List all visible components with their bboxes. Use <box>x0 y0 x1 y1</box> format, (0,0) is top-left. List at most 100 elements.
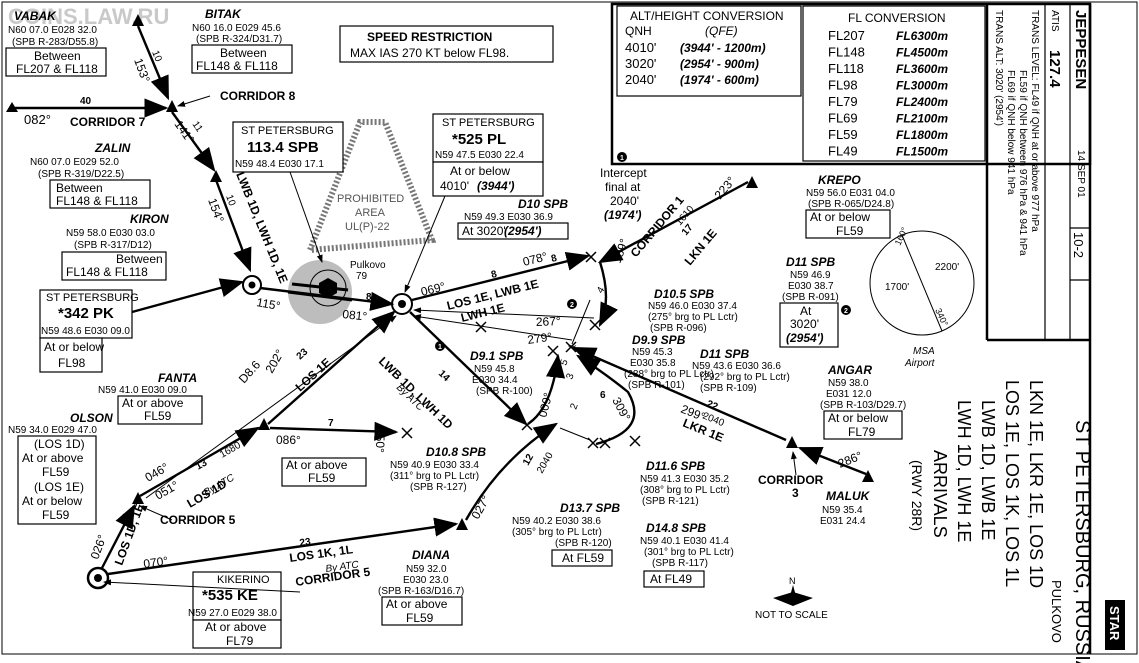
pl-alt2b: (3944') <box>477 179 515 193</box>
dist-8c: 8 <box>366 292 372 303</box>
pk-ndb-symbol <box>242 275 262 295</box>
olson-l2: At or above <box>22 451 84 465</box>
pl-alt1: At or below <box>450 164 510 178</box>
d137-label: D13.7 SPB N59 40.2 E030 38.6 (305° brg t… <box>512 501 620 567</box>
speed-restriction-title: SPEED RESTRICTION <box>367 30 492 44</box>
intercept-l4: (1974') <box>604 208 642 222</box>
diana-name: DIANA <box>412 548 450 562</box>
fl-conv-m-3: FL3600m <box>896 62 948 76</box>
spb-name: ST PETERSBURG <box>241 125 334 137</box>
procedure-line-2: LOS 1E, LOS 1K, LOS 1L <box>1002 380 1022 587</box>
fanta-alt1: At or above <box>122 396 184 410</box>
d11-coord2: E030 38.7 <box>788 281 834 292</box>
alt-conv-qnh-2: 3020' <box>625 56 656 71</box>
ke-ndb-symbol <box>86 566 110 590</box>
header-box <box>610 2 1092 654</box>
speed-restriction-text: MAX IAS 270 KT below FL98. <box>350 46 509 60</box>
d99-coord2: E030 35.8 <box>630 358 676 369</box>
north-arrow: N NOT TO SCALE <box>755 576 828 621</box>
d91-name: D9.1 SPB <box>470 349 524 363</box>
title-city: ST PETERSBURG, RUSSIA <box>1071 420 1093 663</box>
olson-l4: (LOS 1E) <box>34 480 84 494</box>
route-lwb-lwh: LWB 1D, LWH 1D, 1E <box>233 170 290 285</box>
d11-alt1: At <box>800 304 812 318</box>
by-atc-2: By ATC <box>202 472 237 499</box>
kiron-name: KIRON <box>130 212 169 226</box>
prohibited-l3: UL(P)-22 <box>345 221 390 233</box>
intercept-note-num: 1 <box>620 155 624 162</box>
d11b-name: D11 SPB <box>700 347 749 361</box>
crs-115: 115° <box>255 295 281 313</box>
angar-coord1: N59 38.0 <box>828 378 869 389</box>
d11-name: D11 SPB <box>786 255 835 269</box>
fanta-alt2: FL59 <box>144 409 172 423</box>
fl-conv-m-2: FL4500m <box>896 46 948 60</box>
zalin-ref: (SPB R-319/D22.5) <box>38 169 124 180</box>
olson-coord: N59 34.0 E029 47.0 <box>8 425 97 436</box>
fl-conv-m-7: FL1800m <box>896 128 948 142</box>
vabak-ref: (SPB R-283/D55.8) <box>12 37 98 48</box>
dist-d86: D8.6 <box>236 358 264 386</box>
kiron-ref: (SPB R-317/D12) <box>74 240 152 251</box>
d99-ref1: (288° brg to PL Lctr) <box>624 369 714 380</box>
dist-2: 2 <box>568 402 580 411</box>
north-label: N <box>789 576 796 586</box>
zalin-alt2: FL148 & FL118 <box>56 194 138 208</box>
d105-ref1: (275° brg to PL Lctr) <box>648 312 738 323</box>
fix-triangles <box>6 14 874 530</box>
corridor-3-label: CORRIDOR <box>758 473 824 487</box>
procedure-line-1: LKN 1E, LKR 1E, LOS 1D <box>1026 380 1046 588</box>
crs-009: 009° <box>535 391 555 419</box>
d99-name: D9.9 SPB <box>632 333 686 347</box>
dist-10b: 10 <box>223 193 237 208</box>
alt-conv-qfe-2: (2954' - 900m) <box>680 57 759 71</box>
kiron-label: KIRON N59 58.0 E030 03.0 (SPB R-317/D12)… <box>61 212 169 281</box>
d11-note-num: 2 <box>844 308 848 315</box>
msa-brg-2: 340° <box>933 307 950 328</box>
d108-ref2: (SPB R-127) <box>410 482 467 493</box>
prohibited-area: PROHIBITED AREA UL(P)-22 <box>305 119 437 254</box>
krepo-alt2: FL59 <box>836 224 864 238</box>
pl-ndb-box: ST PETERSBURG *525 PL N59 47.5 E030 22.4… <box>432 113 544 197</box>
diana-alt2: FL59 <box>406 611 434 625</box>
dist-22: 22 <box>705 399 720 414</box>
d11-alt3: (2954') <box>786 331 824 345</box>
d10-alt: At 3020' <box>462 224 506 238</box>
arrivals-label: ARRIVALS <box>930 450 950 538</box>
msa-brg-1: 160° <box>893 225 910 246</box>
fl-conv-fl-1: FL207 <box>828 28 865 43</box>
ke-coord: N59 27.0 E029 38.0 <box>188 608 277 619</box>
vabak-label: VABAK N60 07.0 E028 32.0 (SPB R-283/D55.… <box>5 9 107 77</box>
bitak-coord: N60 16.0 E029 45.6 <box>192 23 281 34</box>
dist-13: 13 <box>194 457 210 472</box>
pk-alt1: At or below <box>44 340 104 354</box>
corridor-3-num: 3 <box>792 486 799 500</box>
d10-coord: N59 49.3 E030 36.9 <box>464 212 553 223</box>
dist-5: 5 <box>558 358 570 367</box>
atis-frequency: 127.4 <box>1046 50 1063 88</box>
crs-069: 069° <box>419 279 447 299</box>
d137-ref2: (SPB R-120) <box>555 538 612 549</box>
crs-070: 070° <box>142 554 169 571</box>
dist-4: 4 <box>595 285 608 296</box>
route-lines <box>14 25 867 593</box>
d11-alt2: 3020' <box>790 317 819 331</box>
pk-freq: *342 PK <box>58 305 114 322</box>
crs-202: 202° <box>262 347 287 376</box>
fl-conv-title: FL CONVERSION <box>848 11 946 25</box>
d108-label: D10.8 SPB N59 40.9 E030 33.4 (311° brg t… <box>390 445 486 493</box>
route-lwb1d-lwh1d: LWB 1D, LWH 1D <box>376 354 456 432</box>
d105-note-num: 2 <box>570 302 574 309</box>
alt-2040: 2040 <box>535 450 556 475</box>
spb-vor-box: ST PETERSBURG 113.4 SPB N59 48.4 E030 17… <box>232 121 344 173</box>
dist-6: 6 <box>600 390 606 401</box>
crs-078: 078° <box>521 249 549 269</box>
maluk-name: MALUK <box>826 489 871 503</box>
bitak-alt1: Between <box>220 46 267 60</box>
angar-ref: (SPB R-103/D29.7) <box>820 400 906 411</box>
krepo-coord: N59 56.0 E031 04.0 <box>806 188 895 199</box>
fl-conv-m-4: FL3000m <box>896 79 948 93</box>
alt-conv-qnh-1: 4010' <box>625 40 656 55</box>
krepo-label: KREPO N59 56.0 E031 04.0 (SPB R-065/D24.… <box>805 173 895 239</box>
